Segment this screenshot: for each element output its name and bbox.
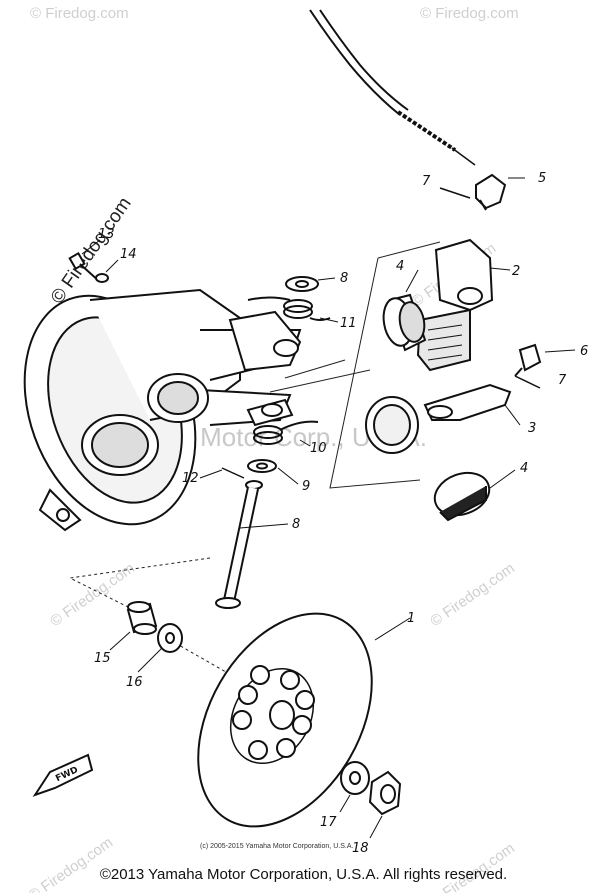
forward-arrow: FWD bbox=[32, 753, 94, 797]
callout-1: 1 bbox=[407, 611, 415, 626]
callout-15: 15 bbox=[94, 651, 111, 666]
washer-14 bbox=[95, 273, 109, 283]
callout-4-lower: 4 bbox=[520, 461, 528, 476]
cotter-pin-12 bbox=[221, 467, 245, 479]
washer-8-top bbox=[285, 276, 319, 292]
callout-4-upper: 4 bbox=[396, 259, 404, 274]
watermark-lower-right: © Firedog.com bbox=[427, 560, 518, 630]
callout-2: 2 bbox=[512, 264, 520, 279]
spacer-15 bbox=[126, 601, 158, 635]
washer-9 bbox=[247, 459, 277, 473]
caliper-piece-2 bbox=[416, 238, 494, 372]
callout-9: 9 bbox=[302, 479, 310, 494]
callout-16: 16 bbox=[126, 675, 143, 690]
callout-7-lower: 7 bbox=[558, 373, 567, 388]
washer-16 bbox=[157, 623, 183, 653]
callout-8-lower: 8 bbox=[292, 517, 300, 532]
callout-5: 5 bbox=[538, 171, 546, 186]
callout-3: 3 bbox=[528, 421, 536, 436]
lever-arm-3 bbox=[423, 383, 512, 421]
callout-13: 13 bbox=[98, 227, 115, 242]
callout-10: 10 bbox=[310, 441, 327, 456]
brake-puck-4-lower bbox=[433, 471, 491, 522]
watermark-bottom-left: © Firedog.com bbox=[26, 834, 117, 893]
cable-adjuster-part bbox=[475, 173, 507, 211]
callout-18: 18 bbox=[352, 841, 369, 856]
shaft-8 bbox=[215, 480, 263, 609]
mount-bracket bbox=[228, 310, 302, 427]
small-copyright: (c) 2005-2015 Yamaha Motor Corporation, … bbox=[200, 843, 353, 850]
callout-14: 14 bbox=[120, 247, 137, 262]
watermark-top-left: © Firedog.com bbox=[30, 5, 129, 22]
callout-8-upper: 8 bbox=[340, 271, 348, 286]
copyright-footer: ©2013 Yamaha Motor Corporation, U.S.A. A… bbox=[99, 866, 508, 883]
brake-cable bbox=[309, 9, 476, 166]
ring-washer bbox=[365, 396, 419, 454]
nut-18 bbox=[368, 770, 402, 816]
callout-17: 17 bbox=[320, 815, 337, 830]
bolt-13 bbox=[68, 251, 101, 283]
watermark-top-right: © Firedog.com bbox=[420, 5, 519, 22]
brake-disc-1 bbox=[197, 612, 373, 828]
spring-11 bbox=[247, 296, 331, 321]
cotter-pin-7-top bbox=[439, 187, 471, 199]
leader-lines bbox=[81, 177, 576, 839]
spring-10 bbox=[253, 420, 319, 445]
callout-12: 12 bbox=[182, 471, 199, 486]
washer-17 bbox=[340, 761, 370, 795]
callout-6: 6 bbox=[580, 344, 588, 359]
adjuster-6 bbox=[514, 343, 542, 377]
cotter-pin-7-lower bbox=[514, 375, 541, 389]
callout-7-upper: 7 bbox=[422, 174, 431, 189]
callout-11: 11 bbox=[340, 316, 357, 331]
brake-puck-4-upper bbox=[382, 293, 427, 352]
assembly-guide-lines bbox=[68, 241, 441, 681]
callout-numbers: 1 2 3 4 4 5 6 7 7 8 8 9 10 11 12 13 14 1… bbox=[94, 171, 588, 856]
